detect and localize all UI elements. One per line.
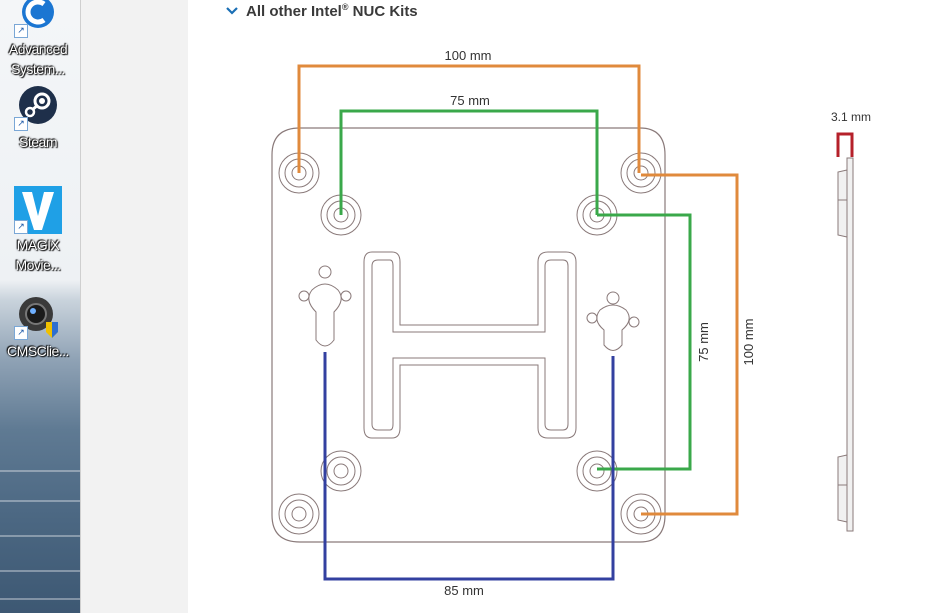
desktop-icon-label: Advanced <box>8 41 68 57</box>
h-shaped-rib <box>363 251 577 439</box>
desktop-icon-label: Movie... <box>15 257 61 273</box>
label-100mm-top: 100 mm <box>445 48 492 63</box>
screw-hole <box>620 152 662 194</box>
page-left-margin <box>80 0 189 613</box>
desktop-icon-cmsclient[interactable]: ↗ CMSClie... <box>0 292 76 362</box>
screw-hole <box>278 493 320 535</box>
screw-hole <box>576 450 618 492</box>
magix-movie-icon: ↗ <box>14 186 62 234</box>
dimension-line-75mm-vertical <box>597 213 692 471</box>
desktop-icon-steam[interactable]: ↗ Steam <box>0 83 76 153</box>
label-75mm-right: 75 mm <box>696 322 711 362</box>
dimension-line-75mm-horizontal <box>339 109 599 215</box>
vesa-mount-diagram: 100 mm 75 mm 75 mm 100 mm 85 mm 3.1 mm <box>271 48 871 598</box>
desktop-icon-label: MAGIX <box>16 237 60 253</box>
plate-side-profile <box>837 157 854 532</box>
desktop-icon-label: CMSClie... <box>7 343 69 359</box>
desktop-icon-label: System... <box>11 61 65 77</box>
label-75mm-top: 75 mm <box>450 93 490 108</box>
dimension-line-100mm-horizontal <box>297 64 641 173</box>
label-100mm-right: 100 mm <box>741 319 756 366</box>
advanced-systemcare-icon: ↗ <box>14 0 62 38</box>
desktop-icon-label: Steam <box>19 134 57 150</box>
label-3.1mm: 3.1 mm <box>831 110 871 124</box>
keyhole-slot-left <box>298 265 352 347</box>
label-85mm-bottom: 85 mm <box>444 583 484 598</box>
desktop-icon-magix-movie[interactable]: ↗ MAGIX Movie... <box>0 186 76 276</box>
steam-icon: ↗ <box>14 83 62 131</box>
mounting-plate-outline <box>271 127 666 543</box>
dimension-line-3.1mm <box>836 132 854 157</box>
cmsclient-camera-icon: ↗ <box>14 292 62 340</box>
section-title: All other Intel® NUC Kits <box>246 2 418 20</box>
desktop-area: ↗ Advanced System... ↗ Steam ↗ MAGIX M <box>0 0 80 613</box>
dimension-line-85mm-horizontal <box>323 352 615 581</box>
keyhole-slot-right <box>586 291 640 351</box>
chevron-down-icon <box>226 7 238 15</box>
accordion-header-all-other-nuc-kits[interactable]: All other Intel® NUC Kits <box>224 2 418 20</box>
screw-hole <box>320 450 362 492</box>
main-content: All other Intel® NUC Kits <box>188 0 938 613</box>
desktop-icon-advanced-systemcare[interactable]: ↗ Advanced System... <box>0 0 76 80</box>
dimension-line-100mm-vertical <box>641 173 739 516</box>
